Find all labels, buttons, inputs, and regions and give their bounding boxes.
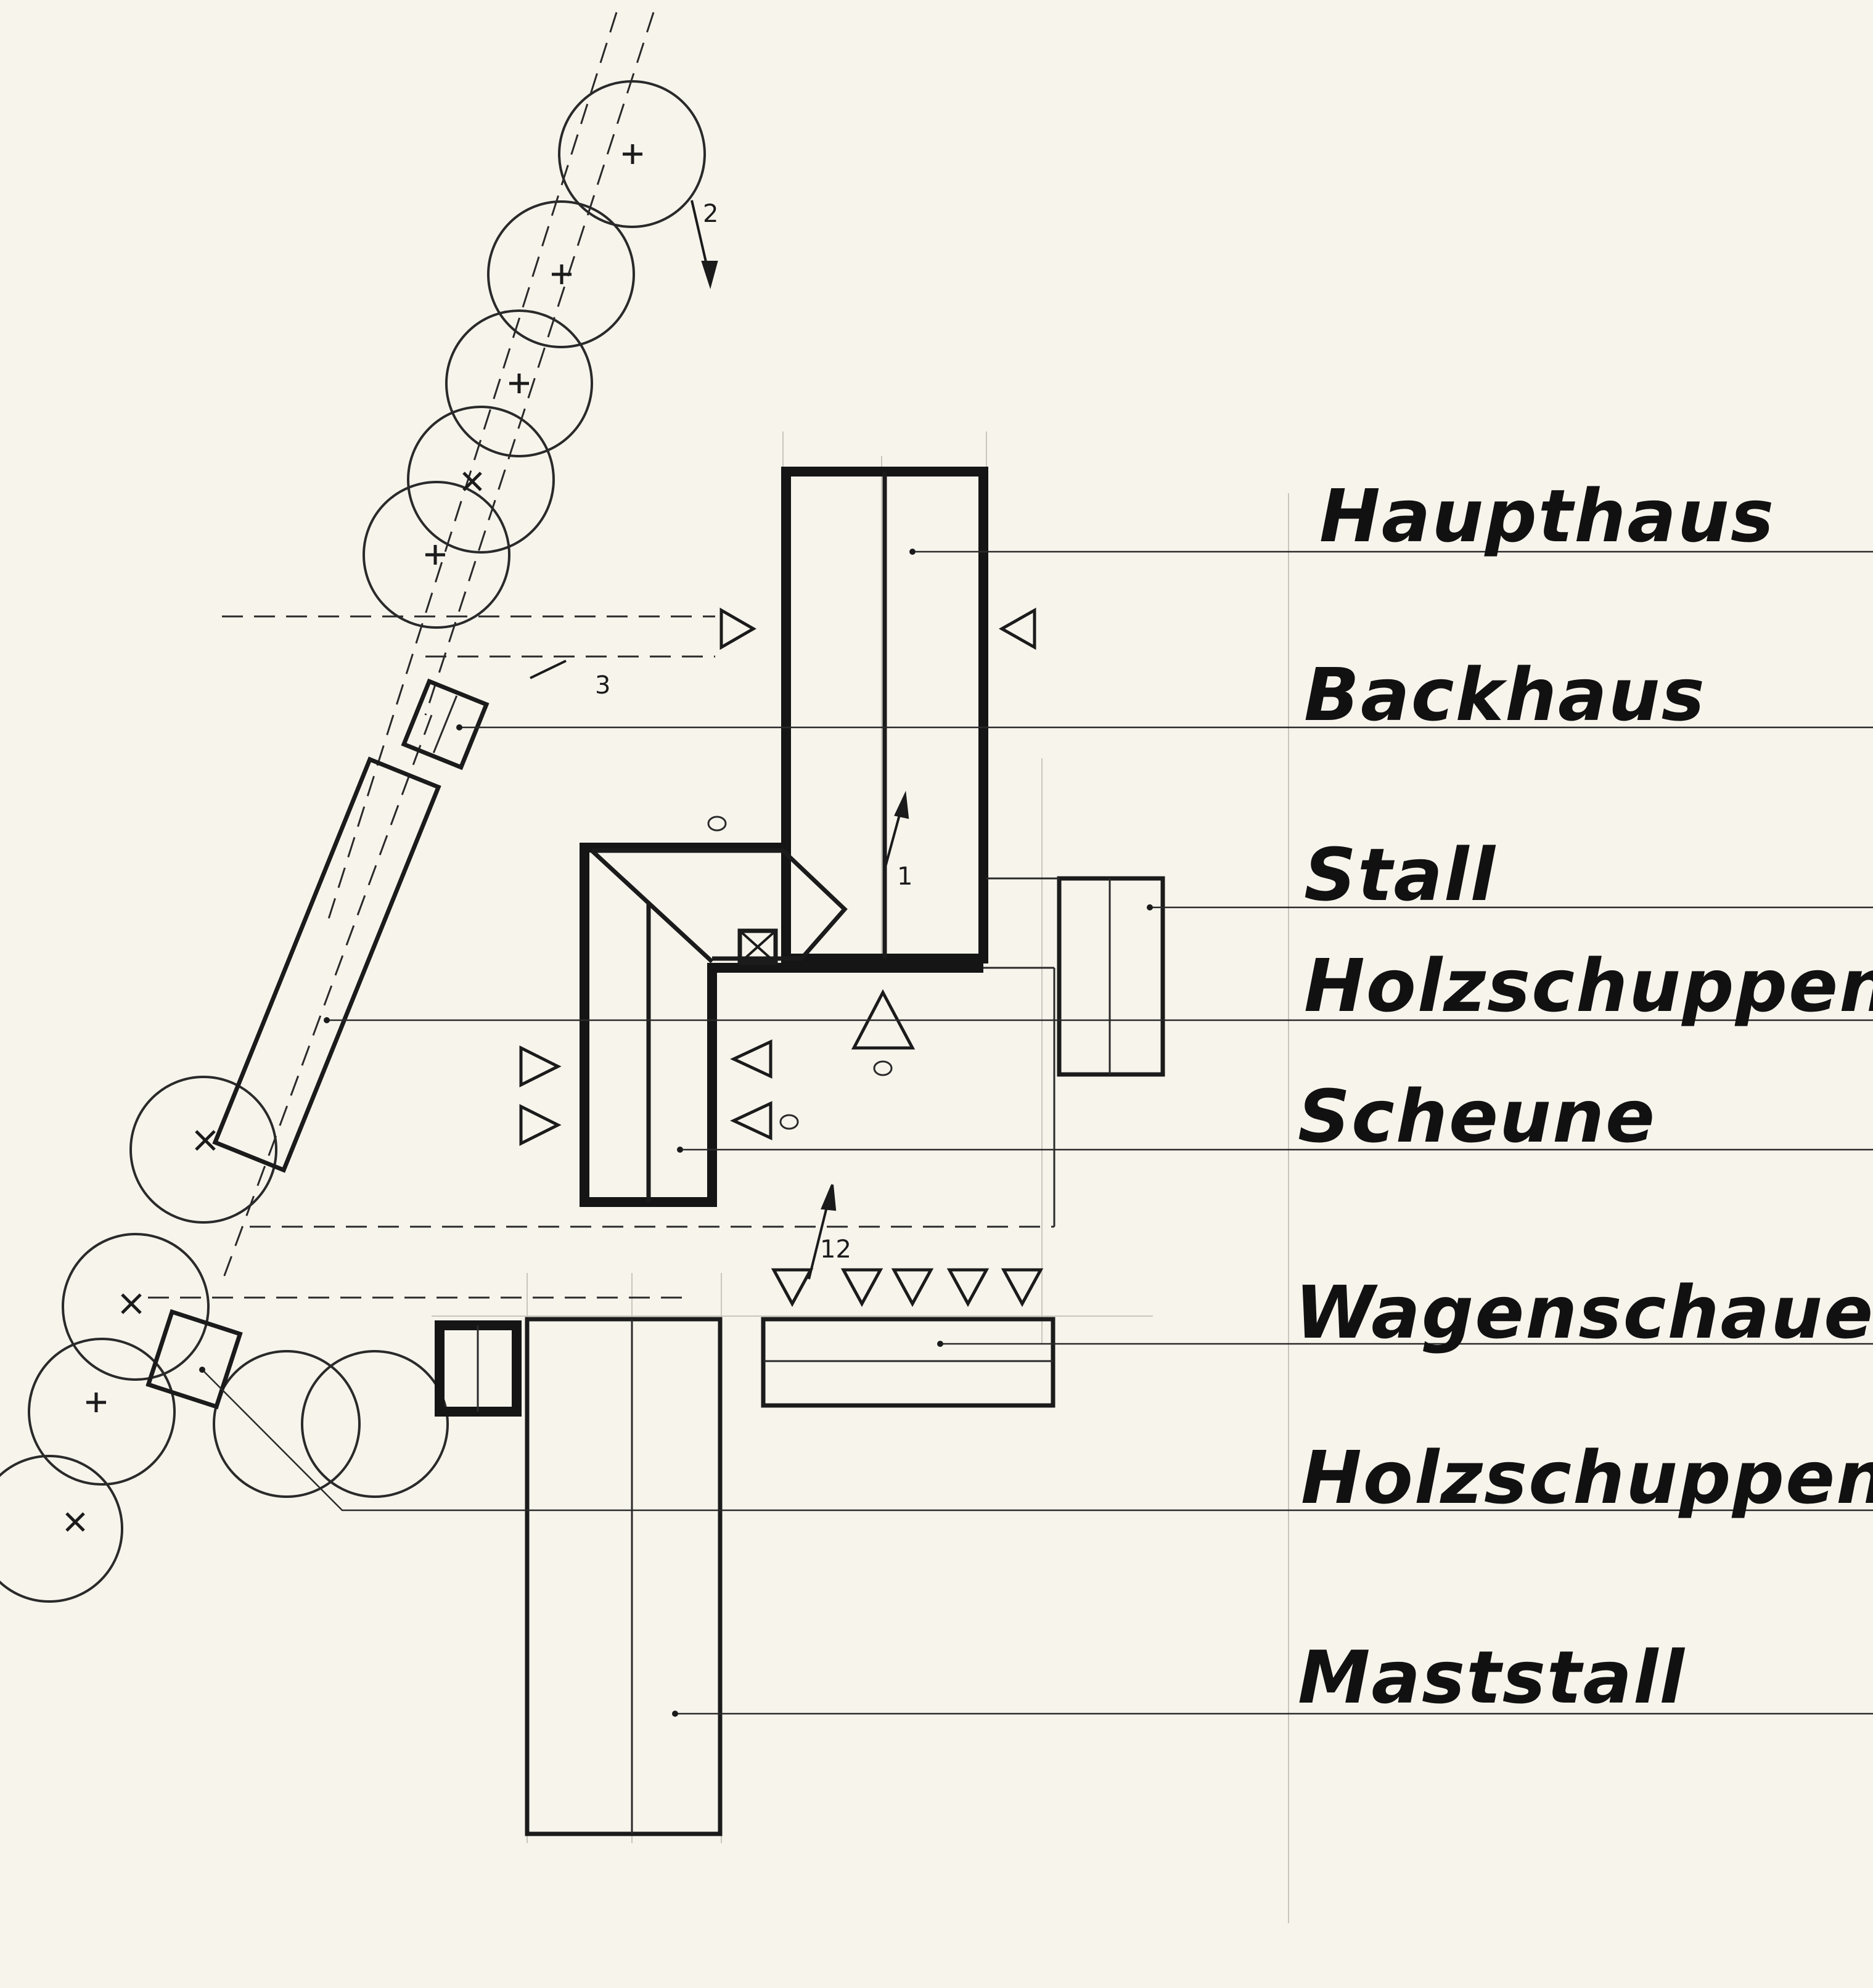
view-marker-1: 1 [897,862,912,891]
building-backhaus [401,678,490,771]
triangle-down-5 [1001,1268,1044,1307]
tree-8 [28,1338,176,1486]
tree-4 [407,406,555,554]
label-backhaus: Backhaus [1304,652,1706,737]
triangle-down-2 [840,1268,883,1307]
label-holzschuppen-2: Holzschuppen [1301,1435,1873,1520]
tree-7 [62,1233,210,1381]
triangle-right-3 [519,1103,562,1147]
label-stall: Stall [1304,832,1496,917]
building-holzschuppen-2 [145,1309,243,1410]
tree-6 [129,1076,277,1224]
view-marker-2: 2 [703,200,718,228]
building-holzschuppen-1 [986,876,1165,1077]
tree-group-north [363,80,706,629]
building-labels: Haupthaus Backhaus Stall Holzschuppen Sc… [1295,473,1873,1720]
triangle-down-4 [946,1268,990,1307]
tree-5 [363,481,510,629]
tree-group-west [0,1076,449,1603]
triangle-down-3 [891,1268,934,1307]
label-wagenschauer: Wagenschauer [1295,1270,1873,1355]
label-holzschuppen-1: Holzschuppen [1304,943,1873,1028]
building-long-shed [212,756,441,1173]
building-wagenschauer [761,1317,1055,1408]
tree-11 [301,1350,449,1498]
tree-1 [558,80,706,228]
tree-9 [0,1455,123,1603]
label-maststall: Maststall [1298,1635,1686,1720]
leader-holzschuppen-2 [202,1369,1873,1511]
view-marker-12: 12 [820,1235,851,1264]
triangle-left-1 [998,607,1036,650]
tree-3 [445,309,593,457]
label-leaders [199,549,1873,1717]
triangle-left-2 [730,1039,773,1079]
view-arrows [530,200,909,1280]
label-scheune: Scheune [1298,1074,1656,1159]
triangle-down-1 [771,1268,814,1307]
triangle-left-3 [730,1101,773,1140]
tree-10 [213,1350,361,1498]
building-haupthaus [781,467,988,963]
site-boundary-dashed [148,12,1054,1299]
building-stall-scheune [580,843,983,1207]
building-maststall [525,1317,723,1836]
tree-2 [487,200,635,348]
label-haupthaus: Haupthaus [1319,473,1775,558]
small-circles [707,816,893,1130]
triangle-right-1 [719,607,757,650]
tree-center-crosses [65,144,642,1532]
construction-guides [432,432,1289,1923]
building-small-shed [435,1320,522,1417]
triangle-right-2 [519,1045,562,1088]
view-marker-3: 3 [595,671,610,700]
courtyard-outline [983,967,1055,1227]
